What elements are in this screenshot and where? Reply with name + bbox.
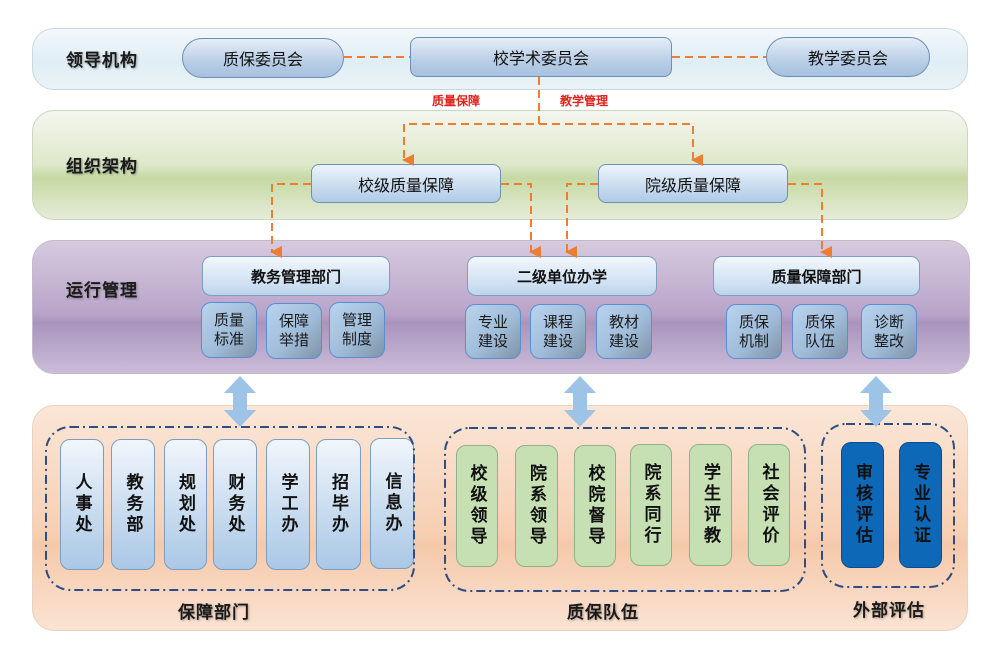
sub-item-line: 教材 <box>608 312 639 331</box>
sub-item-line: 整改 <box>873 331 904 350</box>
support-dept-column: 财务处 <box>213 439 257 570</box>
node-label: 院级质量保障 <box>644 175 741 195</box>
sub-item-line: 队伍 <box>804 331 835 350</box>
column-label: 校级领导 <box>466 464 487 548</box>
quality-team-column: 校级领导 <box>456 445 498 567</box>
sub-item: 质保队伍 <box>792 304 848 359</box>
quality-committee-node: 质保委员会 <box>182 38 344 78</box>
external-eval-group-label: 外部评估 <box>853 601 925 621</box>
sub-item-line: 专业 <box>477 312 508 331</box>
academic-affairs-dept: 教务管理部门 <box>202 256 390 296</box>
sub-item-line: 质保 <box>804 312 835 331</box>
sub-item-line: 管理 <box>341 311 372 329</box>
sub-item-line: 课程 <box>542 312 573 331</box>
dept-title: 二级单位办学 <box>516 267 607 286</box>
quality-team-column: 院系领导 <box>515 445 558 567</box>
support-dept-column: 人事处 <box>60 439 104 570</box>
support-dept-column: 规划处 <box>164 439 207 570</box>
column-label: 招毕办 <box>328 473 348 536</box>
support-dept-column: 教务部 <box>111 439 155 570</box>
sub-item: 专业建设 <box>465 304 521 359</box>
external-eval-column: 审核评估 <box>841 442 884 568</box>
column-label: 信息办 <box>381 472 402 535</box>
quality-team-column: 校院督导 <box>574 445 616 567</box>
quality-team-column: 院系同行 <box>630 444 672 566</box>
dept-title: 教务管理部门 <box>250 267 341 286</box>
support-dept-group-label: 保障部门 <box>178 603 250 623</box>
sub-item-line: 质保 <box>738 312 769 331</box>
sub-item-line: 建设 <box>608 331 639 350</box>
column-label: 社会评价 <box>758 463 779 547</box>
sub-item: 诊断整改 <box>861 304 917 359</box>
column-label: 审核评估 <box>852 463 872 547</box>
sub-item: 质保机制 <box>726 304 782 359</box>
flow-label-quality: 质量保障 <box>432 94 481 108</box>
sub-item-line: 诊断 <box>873 312 904 331</box>
sub-item-line: 建设 <box>477 331 508 350</box>
school-quality-node: 校级质量保障 <box>311 164 501 203</box>
operation-label: 运行管理 <box>66 281 138 301</box>
quality-team-column: 社会评价 <box>748 444 790 566</box>
organization-band <box>32 110 968 220</box>
column-label: 院系领导 <box>526 464 546 548</box>
flow-label-teaching: 教学管理 <box>560 94 609 108</box>
node-label: 校级质量保障 <box>357 175 454 195</box>
support-dept-column: 信息办 <box>370 438 414 569</box>
sub-item: 教材建设 <box>596 304 652 359</box>
node-label: 校学术委员会 <box>492 49 589 68</box>
sub-item-line: 建设 <box>542 331 573 350</box>
secondary-unit-dept: 二级单位办学 <box>467 256 657 296</box>
column-label: 学生评教 <box>700 463 720 547</box>
sub-item: 保障举措 <box>266 303 322 359</box>
column-label: 专业认证 <box>910 463 930 547</box>
column-label: 学工办 <box>277 473 298 536</box>
leadership-label: 领导机构 <box>66 51 138 71</box>
academic-committee-node: 校学术委员会 <box>410 37 672 77</box>
column-label: 校院督导 <box>584 464 605 548</box>
organization-label: 组织架构 <box>66 157 138 177</box>
sub-item-line: 保障 <box>278 312 309 330</box>
quality-team-column: 学生评教 <box>689 444 732 566</box>
sub-item-line: 举措 <box>278 331 309 349</box>
support-dept-column: 招毕办 <box>316 439 361 570</box>
sub-item-line: 标准 <box>213 330 244 348</box>
column-label: 院系同行 <box>640 463 661 547</box>
column-label: 规划处 <box>175 473 195 536</box>
teaching-committee-node: 教学委员会 <box>766 37 930 77</box>
sub-item-line: 机制 <box>738 331 769 350</box>
column-label: 人事处 <box>71 473 92 536</box>
column-label: 财务处 <box>224 473 245 536</box>
sub-item-line: 质量 <box>213 311 244 329</box>
sub-item: 质量标准 <box>201 302 257 358</box>
quality-team-group-label: 质保队伍 <box>567 603 639 623</box>
external-eval-column: 专业认证 <box>899 442 942 568</box>
node-label: 教学委员会 <box>807 49 888 68</box>
sub-item-line: 制度 <box>341 330 372 348</box>
dept-title: 质量保障部门 <box>771 267 862 286</box>
quality-assurance-dept: 质量保障部门 <box>713 256 920 296</box>
sub-item: 管理制度 <box>329 302 385 358</box>
column-label: 教务部 <box>122 473 143 536</box>
sub-item: 课程建设 <box>530 304 586 359</box>
college-quality-node: 院级质量保障 <box>598 164 788 203</box>
support-dept-column: 学工办 <box>266 439 310 570</box>
node-label: 质保委员会 <box>222 50 303 69</box>
